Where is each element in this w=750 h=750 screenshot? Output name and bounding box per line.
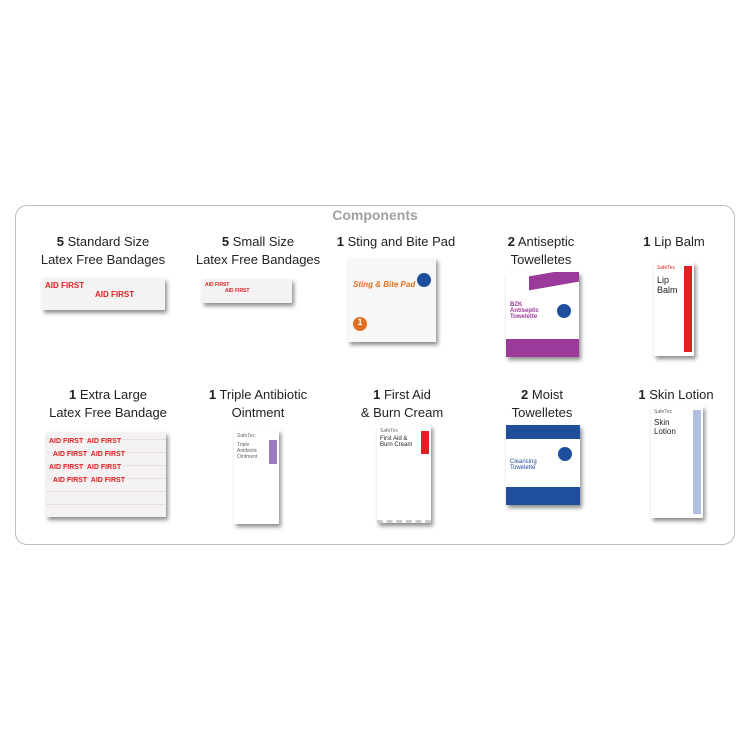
panel-title: Components [332, 207, 418, 223]
dynarex-logo-icon [557, 304, 571, 318]
label-lip-balm: 1 Lip Balm [643, 234, 705, 249]
label-burn-cream: 1 First Aid& Burn Cream [360, 387, 444, 420]
dynarex-logo-icon [558, 447, 572, 461]
sting-pad-image: Sting & Bite Pad 1 [348, 258, 436, 342]
label-lotion: 1 Skin Lotion [638, 387, 714, 402]
antiseptic-image: BZK Antiseptic Towelette [506, 272, 579, 357]
label-sting-pad: 1 Sting and Bite Pad [336, 234, 456, 249]
dynarex-logo-icon [416, 273, 431, 287]
moist-towelette-image: Cleansing Towelette [506, 425, 580, 505]
